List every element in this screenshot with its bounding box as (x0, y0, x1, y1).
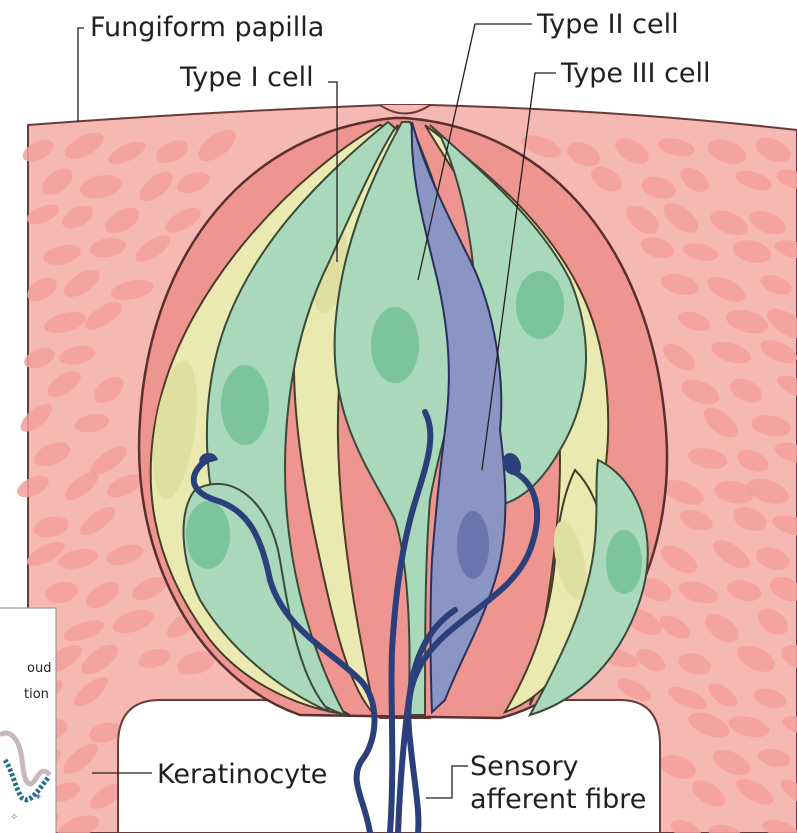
label-type-i-cell: Type I cell (179, 62, 314, 93)
label-sensory-line1: Sensory (470, 751, 579, 782)
svg-text:✧: ✧ (10, 812, 18, 823)
label-sensory-line2: afferent fibre (470, 784, 646, 815)
label-fungiform-papilla: Fungiform papilla (90, 12, 324, 43)
inset-text-line2: tion (24, 687, 49, 702)
inset-fragment: oud tion ✦ ✧ (0, 608, 56, 833)
inset-text-line1: oud (27, 661, 51, 676)
leader-fungiform-papilla (78, 28, 84, 122)
svg-text:✦: ✦ (34, 792, 42, 803)
label-type-ii-cell: Type II cell (536, 9, 679, 40)
label-type-iii-cell: Type III cell (560, 58, 711, 89)
label-keratinocyte: Keratinocyte (157, 759, 327, 790)
